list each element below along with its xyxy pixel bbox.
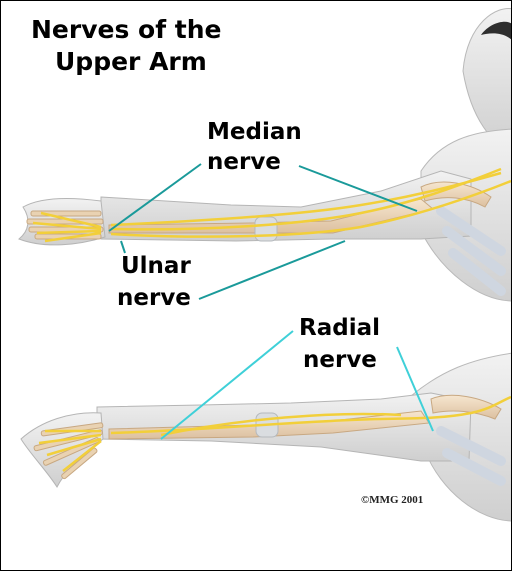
- ulnar-nerve-label-line-1: Ulnar: [121, 253, 191, 279]
- radial-nerve-label-line-2: nerve: [303, 347, 377, 373]
- copyright-notice: ©MMG 2001: [361, 494, 423, 506]
- title-line-2: Upper Arm: [55, 47, 207, 76]
- ulnar-leader-upper: [121, 241, 125, 253]
- ulnar-leader-lower: [199, 241, 345, 299]
- median-nerve-label-line-2: nerve: [207, 149, 281, 175]
- radial-nerve-label-line-1: Radial: [299, 315, 380, 341]
- ulnar-nerve-label-line-2: nerve: [117, 285, 191, 311]
- median-nerve-label-line-1: Median: [207, 119, 302, 145]
- title-line-1: Nerves of the: [31, 15, 222, 44]
